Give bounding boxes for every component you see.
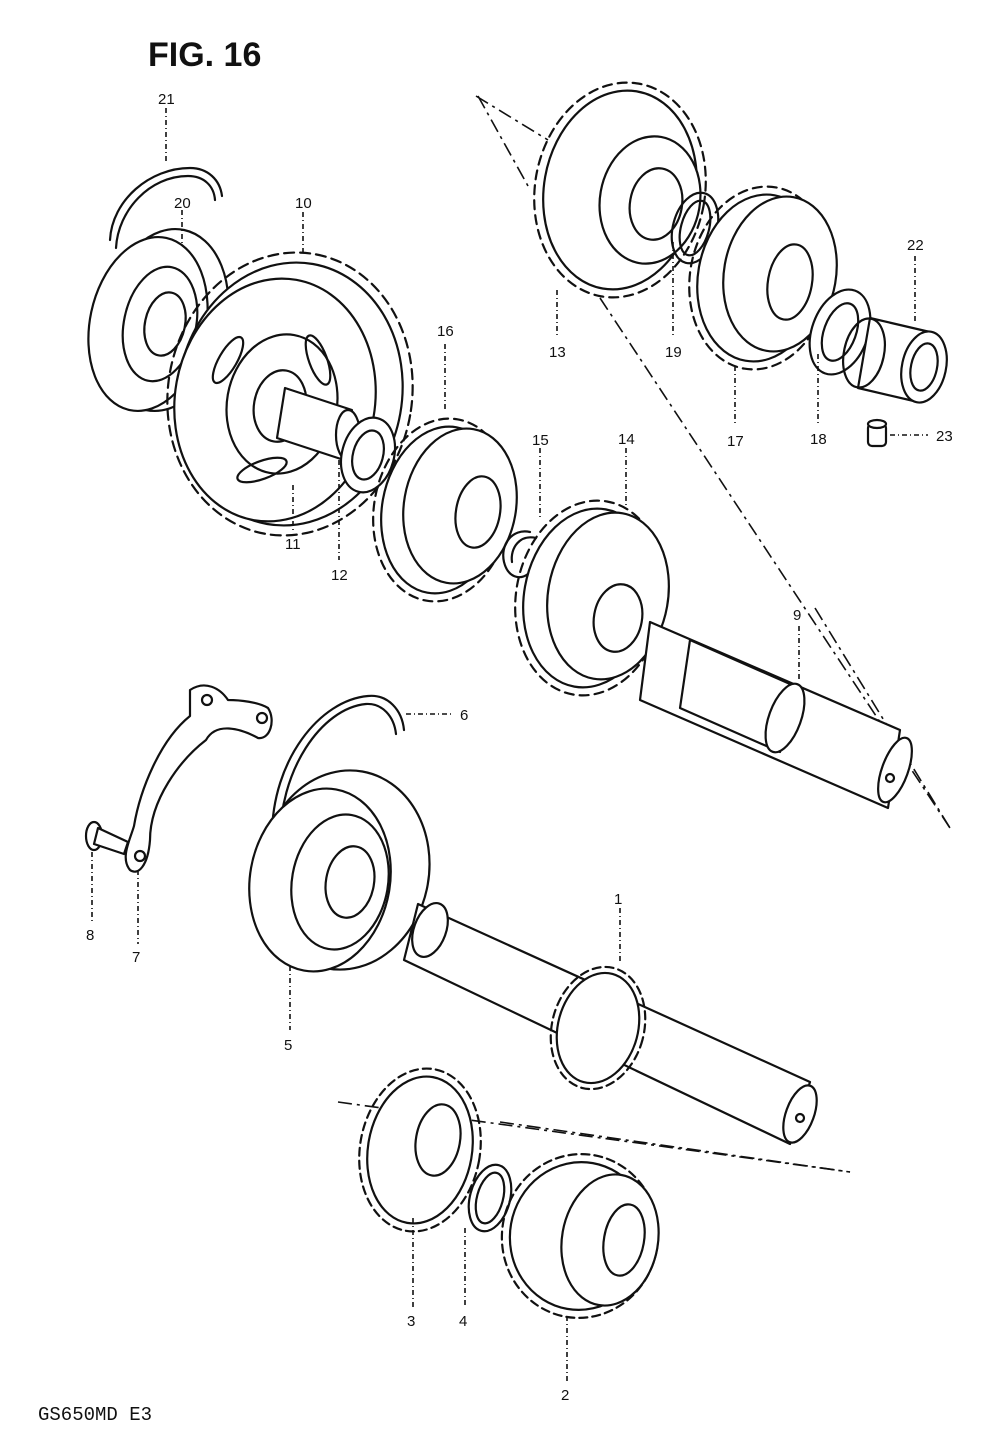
callout-5: 5 [284,1037,292,1054]
part-14-gear [514,499,670,697]
part-15-circlip [502,530,538,579]
callout-23: 23 [936,428,953,445]
callout-20: 20 [174,195,191,212]
model-code: GS650MD E3 [38,1404,152,1426]
callout-2: 2 [561,1387,569,1404]
callout-11: 11 [285,536,301,553]
part-13-gear [533,81,707,299]
callout-21: 21 [158,91,175,108]
callout-10: 10 [295,195,312,212]
callout-6: 6 [460,707,468,724]
callout-17: 17 [727,433,744,450]
part-3-gear [358,1067,482,1233]
part-8-screw [84,820,130,856]
part-22-needle-bearing [842,316,948,404]
part-6-circlip [270,694,406,848]
part-17-gear [688,185,838,371]
part-16-gear [372,417,518,603]
part-4-circlip [467,1163,513,1233]
callout-labels: 21 20 10 16 11 12 15 14 9 13 19 17 18 22… [86,91,953,1404]
callout-22: 22 [907,237,924,254]
leader-lines [91,108,928,1382]
callout-8: 8 [86,927,94,944]
part-5-bearing [248,769,431,973]
callout-4: 4 [459,1313,467,1330]
part-7-retainer-plate [124,684,273,873]
callout-13: 13 [549,344,566,361]
part-18-washer [808,288,872,376]
callout-16: 16 [437,323,454,340]
callout-7: 7 [132,949,140,966]
callout-12: 12 [331,567,348,584]
callout-15: 15 [532,432,549,449]
callout-19: 19 [665,344,682,361]
callout-1: 1 [614,891,622,908]
figure-title: FIG. 16 [148,36,261,74]
part-1-input-shaft [402,902,818,1146]
part-23-dowel-pin [866,418,888,448]
part-2-gear [500,1153,660,1319]
callout-18: 18 [810,431,827,448]
part-9-countershaft [638,620,913,810]
callout-9: 9 [793,607,801,624]
callout-3: 3 [407,1313,415,1330]
part-21-circlip [108,166,224,250]
callout-14: 14 [618,431,635,448]
